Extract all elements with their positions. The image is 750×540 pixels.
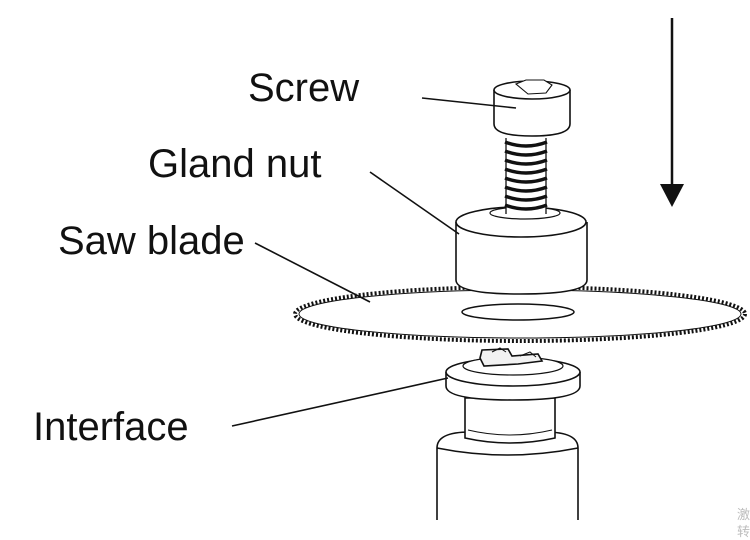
leader-lines bbox=[231, 97, 517, 427]
down-arrow-icon bbox=[660, 18, 684, 207]
screw-label: Screw bbox=[248, 66, 359, 110]
screw-head bbox=[493, 79, 571, 137]
spindle bbox=[436, 431, 579, 520]
gland-nut-leader-line bbox=[369, 171, 460, 235]
gland-nut-label: Gland nut bbox=[148, 142, 321, 186]
screw-leader-line bbox=[421, 97, 517, 109]
saw-blade-label: Saw blade bbox=[58, 219, 245, 263]
gland-nut bbox=[455, 206, 588, 295]
shaft-neck bbox=[464, 397, 556, 444]
saw-blade bbox=[293, 285, 747, 343]
interface-flange bbox=[445, 347, 581, 401]
watermark-char-2: 转 bbox=[737, 525, 750, 540]
interface-leader-line bbox=[231, 377, 449, 427]
screw-thread bbox=[504, 135, 548, 217]
interface-label: Interface bbox=[33, 405, 189, 449]
watermark-char-1: 激 bbox=[737, 508, 750, 523]
saw-blade-leader-line bbox=[254, 242, 371, 303]
